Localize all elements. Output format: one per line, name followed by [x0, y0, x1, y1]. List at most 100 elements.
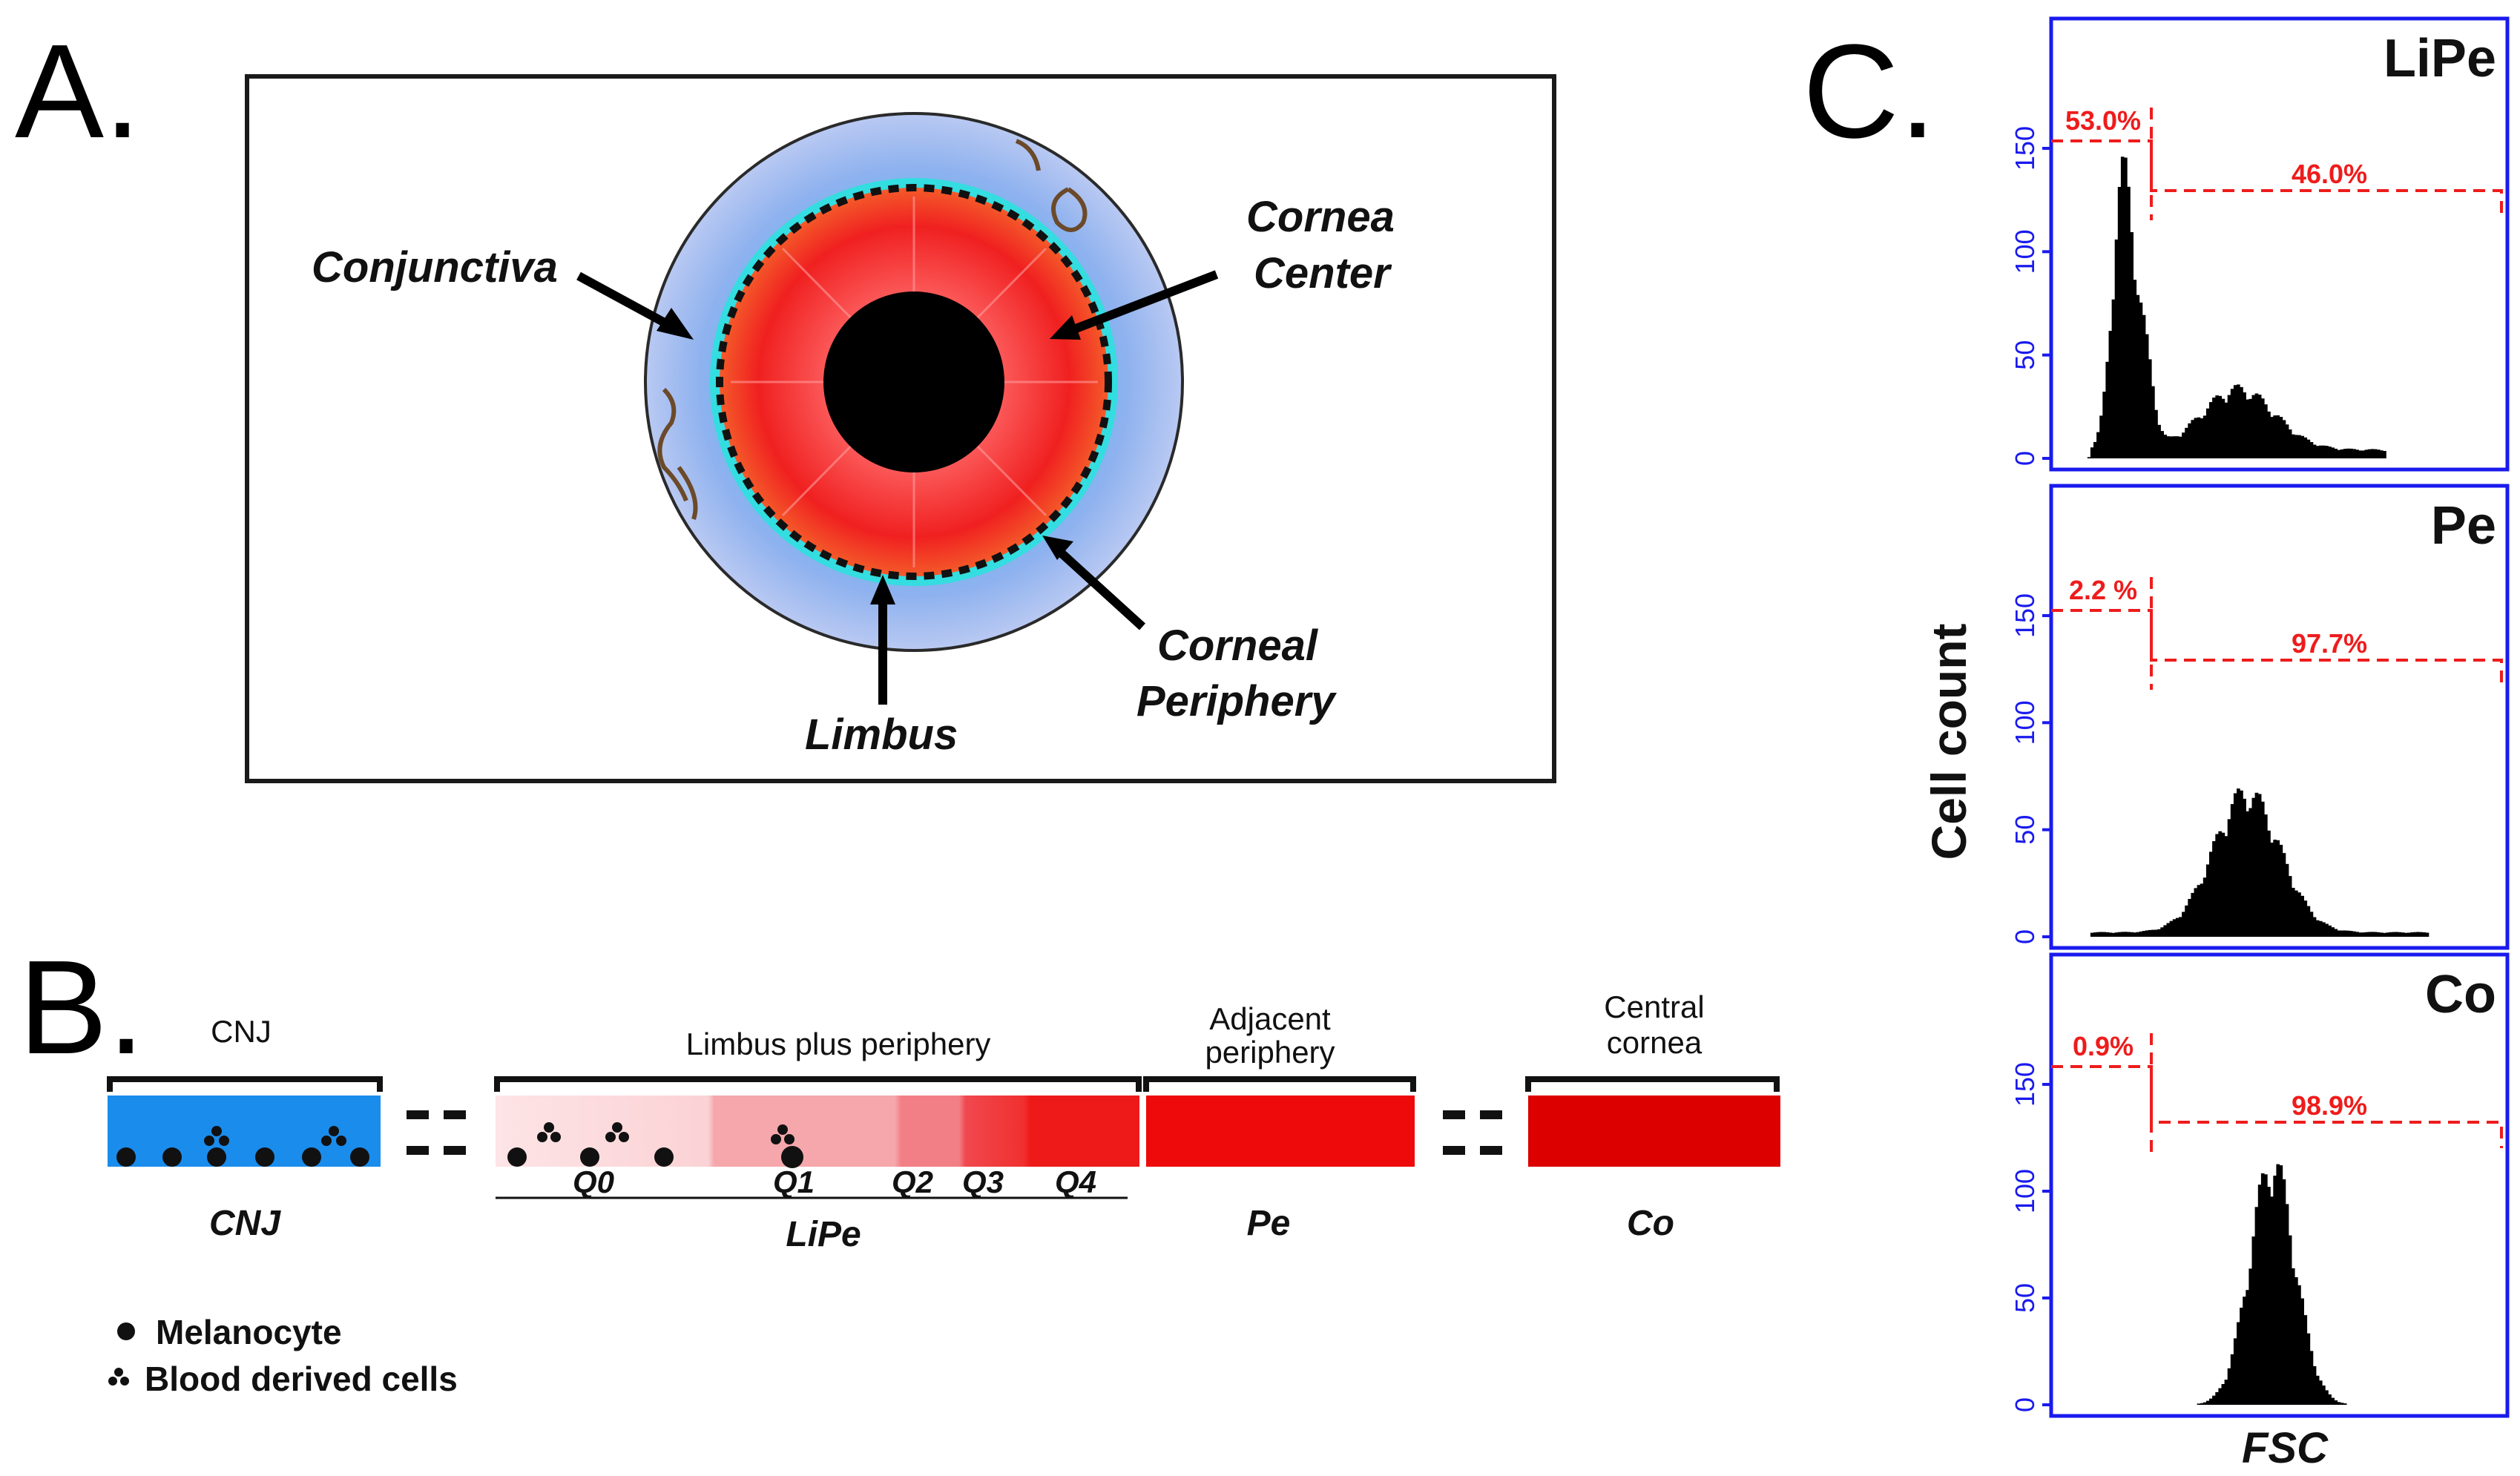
histogram-bar: [2215, 395, 2219, 458]
histogram-bar: [2267, 411, 2271, 458]
histogram-bar: [2309, 912, 2314, 937]
histogram-bar: [2215, 1391, 2219, 1405]
histogram-bar: [2331, 1397, 2335, 1405]
bottom-label-pe: Pe: [1247, 1204, 1291, 1243]
histogram-bar: [2120, 932, 2125, 937]
histogram-bar: [2425, 932, 2429, 937]
top-label-adjacent-2: periphery: [1205, 1035, 1335, 1070]
bar-co: [1528, 1096, 1780, 1167]
bar-cnj: [108, 1096, 381, 1167]
histogram-bar: [2273, 840, 2277, 937]
y-tick-label: 50: [2010, 1283, 2040, 1313]
histogram-bar: [2349, 448, 2353, 458]
histogram-bar: [2188, 423, 2191, 458]
top-label-central-1: Central: [1604, 989, 1704, 1024]
histogram-bar: [2303, 437, 2308, 458]
histogram-bar: [2230, 1354, 2234, 1405]
gate-right-percent: 97.7%: [2292, 628, 2367, 659]
histogram-bar: [2200, 883, 2204, 937]
bar-lipe: [496, 1096, 1139, 1167]
histogram-bar: [2182, 432, 2185, 458]
panel-a-letter: A.: [15, 17, 141, 166]
histogram-bar: [2099, 415, 2103, 458]
histogram-bar: [2322, 445, 2326, 458]
histogram-bar: [2306, 1333, 2311, 1405]
gap-markers: [407, 1110, 1502, 1155]
histogram-bar: [2218, 1388, 2223, 1405]
histogram-bar: [2111, 932, 2116, 937]
histogram-bar: [2254, 792, 2259, 937]
histogram-bar: [2260, 398, 2265, 458]
cornea-center: [823, 291, 1004, 472]
histogram-bar: [2297, 435, 2301, 458]
cells-lipe: [507, 1122, 803, 1168]
histogram-bar: [2154, 929, 2158, 937]
top-label-limbus-periphery: Limbus plus periphery: [686, 1027, 991, 1061]
histogram-bar: [2306, 906, 2311, 937]
histogram-bar: [2246, 1290, 2249, 1405]
histogram-bar: [2194, 418, 2198, 458]
histogram-bar: [2260, 1173, 2265, 1405]
histogram-bar: [2282, 853, 2286, 937]
histogram-bar: [2349, 931, 2353, 937]
histogram-bar: [2157, 929, 2161, 937]
histogram-bar: [2202, 415, 2207, 458]
histogram-bar: [2285, 863, 2289, 937]
histogram-bar: [2240, 790, 2243, 937]
histogram-bar: [2139, 302, 2143, 458]
histogram-bar: [2322, 1386, 2326, 1405]
limbus-boundary: [716, 184, 1112, 580]
histogram-bar: [2108, 932, 2113, 937]
histogram-bar: [2221, 1384, 2225, 1405]
histogram-bar: [2373, 449, 2378, 458]
gate-left-percent: 0.9%: [2073, 1031, 2134, 1061]
histogram-bar: [2248, 808, 2253, 937]
histogram-bar: [2227, 1368, 2231, 1405]
histogram-bar: [2160, 927, 2164, 937]
histogram-bar: [2297, 892, 2301, 937]
histogram-bar: [2090, 447, 2094, 458]
histogram-bar: [2285, 1204, 2289, 1405]
histogram-bar: [2182, 912, 2185, 937]
blood-cell: [537, 1122, 561, 1142]
histogram-bar: [2279, 1165, 2283, 1405]
panel-c-letter: C.: [1803, 17, 1936, 166]
histogram-bar: [2251, 1236, 2256, 1405]
histogram-bar: [2124, 932, 2128, 937]
histogram-bar: [2114, 239, 2119, 458]
y-tick-label: 100: [2010, 700, 2040, 745]
histogram-bar: [2243, 392, 2246, 458]
histogram-bar: [2172, 436, 2177, 458]
histogram-bar: [2383, 932, 2386, 937]
histogram-bar: [2218, 831, 2223, 937]
histogram-bar: [2212, 398, 2216, 458]
histogram-bar: [2294, 1277, 2298, 1405]
histogram-bar: [2337, 1402, 2341, 1405]
histogram-bar: [2093, 932, 2097, 937]
histogram-bar: [2224, 836, 2228, 937]
histogram-bar: [2291, 1268, 2295, 1405]
histogram-bar: [2325, 1390, 2329, 1405]
histogram-bar: [2404, 932, 2408, 937]
histogram-bar: [2364, 932, 2369, 937]
histogram-bar: [2175, 436, 2179, 458]
histogram-bar: [2227, 395, 2231, 458]
histogram-bar: [2340, 449, 2344, 458]
gate-left-percent: 2.2 %: [2069, 575, 2137, 605]
histogram-bar: [2422, 932, 2427, 937]
histogram-bar: [2160, 431, 2164, 458]
histogram-bar: [2179, 436, 2182, 458]
histogram-bar: [2175, 917, 2179, 937]
histogram-bar: [2197, 885, 2201, 937]
histogram-bar: [2322, 922, 2326, 937]
histogram-bar: [2209, 1398, 2213, 1405]
histogram-bar: [2151, 386, 2155, 458]
histogram-bar: [2243, 1297, 2246, 1405]
bottom-labels: CNJ LiPe Pe Co: [209, 1204, 1674, 1254]
histogram-bar: [2383, 451, 2386, 458]
histogram-bar: [2136, 932, 2140, 937]
histogram-bar: [2172, 919, 2177, 937]
